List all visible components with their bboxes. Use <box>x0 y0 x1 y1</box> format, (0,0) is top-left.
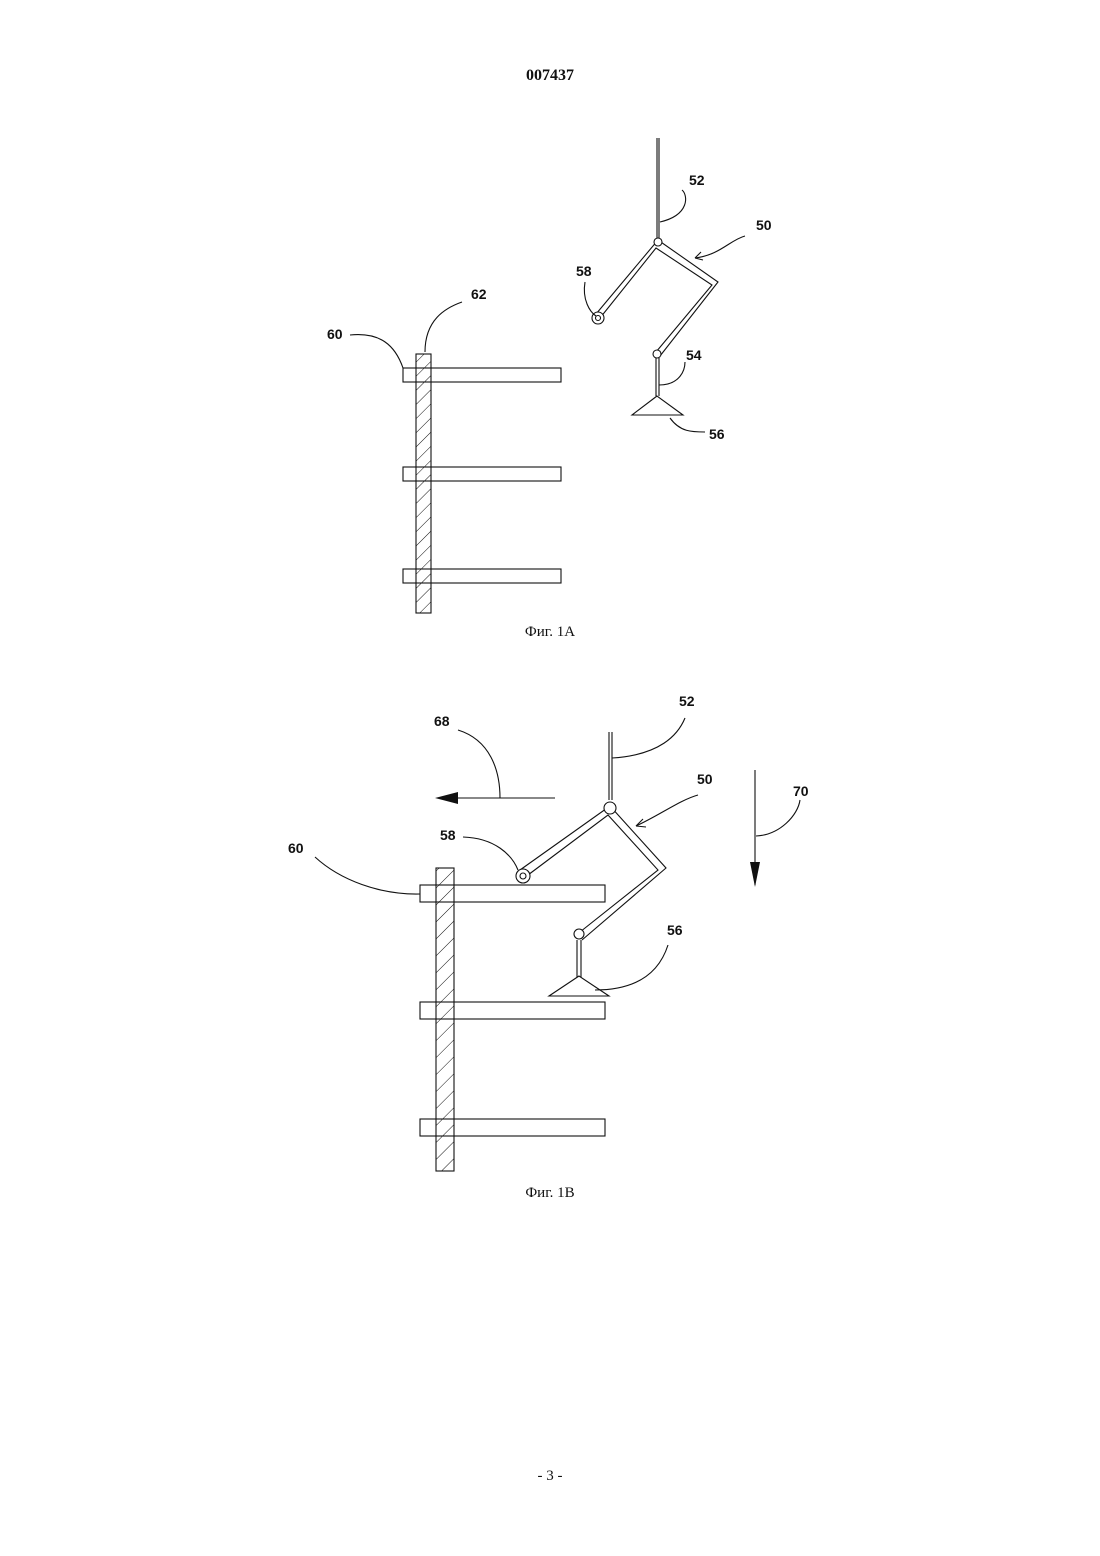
lower-pivot <box>574 929 584 939</box>
leader-52 <box>612 718 685 758</box>
support-column <box>436 868 454 1171</box>
page-number: - 3 - <box>0 1468 1100 1485</box>
bent-arm <box>524 815 658 932</box>
arrow-68-head <box>435 792 458 804</box>
leader-58 <box>463 837 518 870</box>
leader-68 <box>458 730 500 798</box>
leader-60 <box>315 857 420 894</box>
ref-70: 70 <box>793 783 809 799</box>
ref-60: 60 <box>288 840 304 856</box>
ref-56: 56 <box>667 922 683 938</box>
leader-70 <box>756 800 800 836</box>
figure-1b-caption: Фиг. 1B <box>0 1185 1100 1202</box>
ref-68: 68 <box>434 713 450 729</box>
arrow-70-head <box>750 862 760 887</box>
suction-cup <box>549 976 609 996</box>
figure-1b-drawing: 52 68 50 70 58 60 56 <box>0 0 1100 1200</box>
leader-50 <box>636 795 698 826</box>
leader-56 <box>595 945 668 990</box>
top-pivot <box>604 802 616 814</box>
ref-52: 52 <box>679 693 695 709</box>
ref-50: 50 <box>697 771 713 787</box>
ref-58: 58 <box>440 827 456 843</box>
